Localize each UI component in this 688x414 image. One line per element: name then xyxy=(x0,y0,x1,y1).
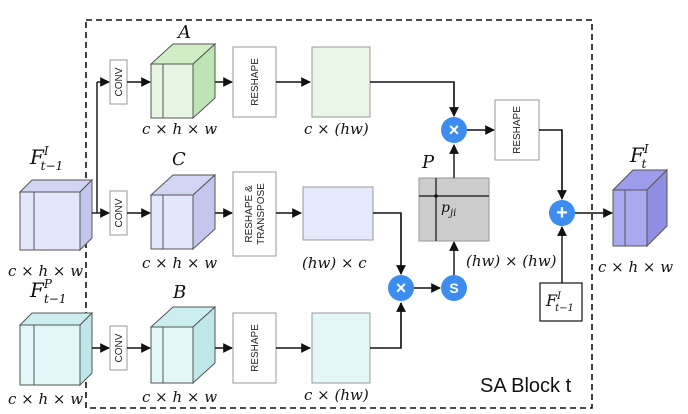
svg-text:FIt−1: FIt−1 xyxy=(545,291,574,314)
reshape-b: RESHAPE xyxy=(232,312,277,384)
multiply-op-top: × xyxy=(441,117,467,143)
output-feature xyxy=(611,168,669,248)
input-p-dim: c × h × w xyxy=(8,390,83,408)
feature-c-dim: c × h × w xyxy=(142,254,217,272)
feature-a-dim: c × h × w xyxy=(142,120,217,138)
feature-c xyxy=(149,173,217,251)
svg-text:TRANSPOSE: TRANSPOSE xyxy=(256,183,267,245)
input-feature-p xyxy=(18,311,94,387)
conv-c: CONV xyxy=(109,190,128,236)
matrix-c xyxy=(302,186,374,241)
feature-b-label: B xyxy=(172,282,186,303)
matrix-a-dim: c × (hw) xyxy=(304,120,369,138)
svg-text:CONV: CONV xyxy=(114,333,125,362)
matrix-c-dim: (hw) × c xyxy=(302,254,367,272)
input-feature-i xyxy=(18,178,94,252)
feature-a-label: A xyxy=(176,22,191,43)
svg-text:RESHAPE: RESHAPE xyxy=(250,58,261,106)
attention-matrix-p xyxy=(418,177,490,242)
feature-b xyxy=(149,305,217,385)
reshape-out: RESHAPE xyxy=(494,99,540,161)
conv-b: CONV xyxy=(109,325,128,371)
svg-text:×: × xyxy=(449,120,460,140)
p-label: P xyxy=(421,152,435,173)
svg-text:+: + xyxy=(556,202,568,224)
svg-text:S: S xyxy=(449,280,458,296)
svg-text:CONV: CONV xyxy=(114,67,125,96)
multiply-op-bottom: × xyxy=(388,275,414,301)
reshape-a: RESHAPE xyxy=(232,46,277,118)
svg-text:CONV: CONV xyxy=(114,198,125,227)
feature-b-dim: c × h × w xyxy=(142,388,217,406)
matrix-b-dim: c × (hw) xyxy=(304,386,369,404)
reshape-transpose-c: RESHAPE & TRANSPOSE xyxy=(232,171,277,257)
matrix-b xyxy=(311,312,371,384)
svg-text:RESHAPE: RESHAPE xyxy=(250,324,261,372)
sa-block-label: SA Block t xyxy=(480,375,572,397)
svg-text:RESHAPE &: RESHAPE & xyxy=(244,185,255,243)
feature-c-label: C xyxy=(172,149,186,170)
matrix-a xyxy=(311,46,371,118)
svg-text:RESHAPE: RESHAPE xyxy=(512,106,523,154)
softmax-op: S xyxy=(441,275,467,301)
conv-a: CONV xyxy=(109,59,128,105)
add-op: + xyxy=(549,200,575,226)
output-dim: c × h × w xyxy=(598,258,673,276)
svg-text:×: × xyxy=(396,278,407,298)
feature-a xyxy=(149,42,217,120)
p-dim: (hw) × (hw) xyxy=(466,252,557,270)
p-element-label: pji xyxy=(441,200,456,219)
input-i-dim: c × h × w xyxy=(8,262,83,280)
